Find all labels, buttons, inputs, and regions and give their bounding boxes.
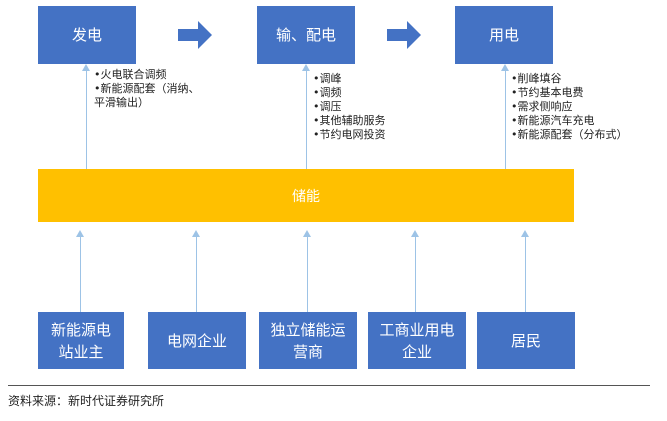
node-consumption: 用电 — [455, 6, 553, 64]
source-node-commercial-user: 工商业用电企业 — [368, 312, 466, 369]
divider — [8, 385, 650, 386]
note-item: 新能源汽车充电 — [511, 114, 628, 128]
node-generation-label: 发电 — [71, 26, 102, 44]
arrow-up-icon — [302, 64, 310, 71]
note-item: 平滑输出） — [94, 96, 149, 109]
node-generation: 发电 — [38, 6, 136, 64]
connector-line — [525, 237, 526, 312]
connector-line — [307, 237, 308, 312]
note-item: 调压 — [313, 100, 386, 114]
source-caption: 资料来源：新时代证券研究所 — [8, 394, 165, 408]
source-node-label: 电网企业 — [166, 331, 227, 350]
connector-line — [80, 237, 81, 312]
arrow-up-icon — [82, 64, 90, 71]
consumption-notes: 削峰填谷 节约基本电费 需求侧响应 新能源汽车充电 新能源配套（分布式） — [511, 72, 628, 142]
arrow-up-icon — [521, 230, 529, 237]
note-item: 节约电网投资 — [313, 128, 386, 142]
source-node-label: 独立储能运营商 — [270, 320, 346, 361]
energy-storage-label: 储能 — [292, 188, 320, 205]
arrow-right-icon — [178, 21, 212, 49]
connector-line — [306, 71, 307, 169]
node-transmission: 输、配电 — [257, 6, 355, 64]
arrow-up-icon — [303, 230, 311, 237]
arrow-up-icon — [192, 230, 200, 237]
energy-storage-bar: 储能 — [38, 169, 574, 222]
source-node-renewable-owner: 新能源电站业主 — [38, 312, 124, 369]
arrow-right-icon — [387, 21, 421, 49]
arrow-up-icon — [501, 64, 509, 71]
node-transmission-label: 输、配电 — [275, 26, 336, 44]
source-node-residents: 居民 — [477, 312, 575, 369]
note-item: 其他辅助服务 — [313, 114, 386, 128]
source-node-label: 新能源电站业主 — [50, 320, 111, 361]
note-item: 削峰填谷 — [511, 72, 628, 86]
note-item: 需求侧响应 — [511, 100, 628, 114]
arrow-up-icon — [76, 230, 84, 237]
source-node-independent-operator: 独立储能运营商 — [259, 312, 357, 369]
note-item: 节约基本电费 — [511, 86, 628, 100]
connector-line — [196, 237, 197, 312]
arrow-up-icon — [411, 230, 419, 237]
note-item: 新能源配套（分布式） — [511, 128, 628, 142]
note-item: 火电联合调频 — [94, 68, 200, 82]
generation-notes: 火电联合调频 新能源配套（消纳、 平滑输出） — [94, 68, 200, 110]
note-item: 调频 — [313, 86, 386, 100]
connector-line — [415, 237, 416, 312]
source-node-label: 居民 — [510, 331, 541, 350]
source-node-grid-company: 电网企业 — [148, 312, 246, 369]
node-consumption-label: 用电 — [488, 26, 519, 44]
connector-line — [505, 71, 506, 169]
note-item: 新能源配套（消纳、 — [94, 82, 200, 96]
transmission-notes: 调峰 调频 调压 其他辅助服务 节约电网投资 — [313, 72, 386, 142]
source-node-label: 工商业用电企业 — [379, 320, 455, 361]
note-item: 调峰 — [313, 72, 386, 86]
connector-line — [86, 71, 87, 169]
